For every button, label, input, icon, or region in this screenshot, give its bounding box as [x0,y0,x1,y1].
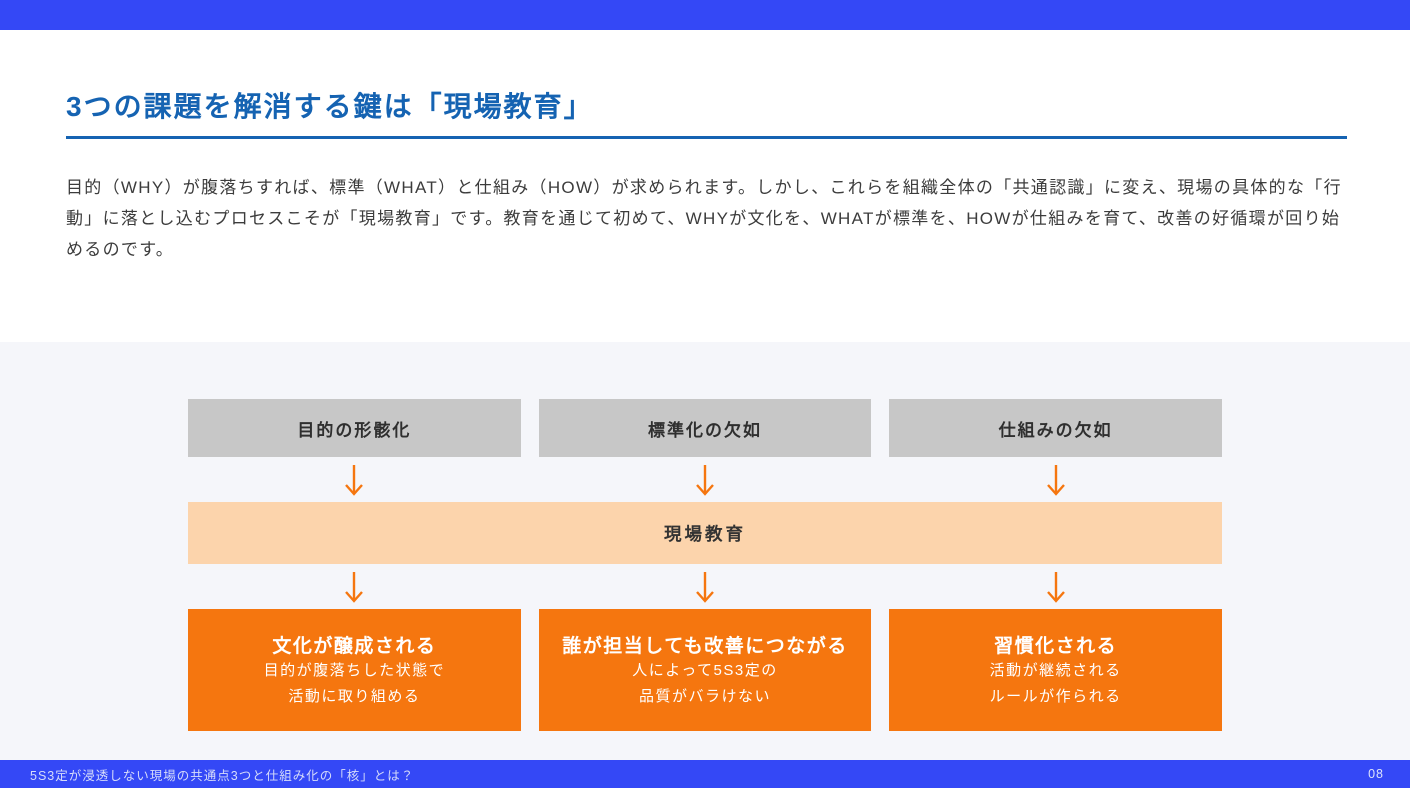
result-text-line: 人によって5S3定の [632,662,778,679]
arrow-down-icon [889,457,1222,502]
result-text-line: 品質がバラけない [639,687,772,705]
result-title: 誰が担当しても改善につながる [562,636,848,657]
flow-diagram: 目的の形骸化 標準化の欠如 仕組みの欠如 現場教育 [188,342,1223,731]
problem-box-1: 目的の形骸化 [188,399,521,457]
result-text-line: 目的が腹落ちした状態で [263,662,446,679]
footer-document-title: 5S3定が浸透しない現場の共通点3つと仕組み化の「核」とは？ [30,768,415,783]
arrow-down-icon [889,564,1222,609]
problem-row: 目的の形骸化 標準化の欠如 仕組みの欠如 [188,399,1223,457]
arrow-down-icon [188,564,521,609]
arrow-down-icon [188,457,521,502]
result-text-line: 活動に取り組める [288,687,421,705]
arrow-down-icon [539,457,872,502]
page-number: 08 [1368,767,1384,781]
diagram-section: 目的の形骸化 標準化の欠如 仕組みの欠如 現場教育 [0,342,1410,788]
result-card-1: 文化が醸成される 目的が腹落ちした状態で 活動に取り組める [188,609,521,731]
result-text-line: ルールが作られる [989,687,1122,705]
arrow-row-top [188,457,1222,502]
result-title: 習慣化される [994,636,1118,657]
footer-bar: 5S3定が浸透しない現場の共通点3つと仕組み化の「核」とは？ 08 [0,760,1410,788]
arrow-down-icon [539,564,872,609]
result-row: 文化が醸成される 目的が腹落ちした状態で 活動に取り組める 誰が担当しても改善に… [188,609,1223,731]
top-accent-bar [0,0,1410,30]
result-title: 文化が醸成される [272,636,437,657]
slide-header: 3つの課題を解消する鍵は「現場教育」 目的（WHY）が腹落ちすれば、標準（WHA… [0,85,1410,342]
solution-band: 現場教育 [188,502,1222,564]
problem-box-3: 仕組みの欠如 [889,399,1223,457]
arrow-row-bottom [188,564,1222,609]
result-text-line: 活動が継続される [989,662,1122,679]
page-title: 3つの課題を解消する鍵は「現場教育」 [66,85,1347,139]
result-card-3: 習慣化される 活動が継続される ルールが作られる [889,609,1223,731]
problem-box-2: 標準化の欠如 [538,399,872,457]
result-card-2: 誰が担当しても改善につながる 人によって5S3定の 品質がバラけない [538,609,872,731]
lead-paragraph: 目的（WHY）が腹落ちすれば、標準（WHAT）と仕組み（HOW）が求められます。… [66,178,1342,259]
